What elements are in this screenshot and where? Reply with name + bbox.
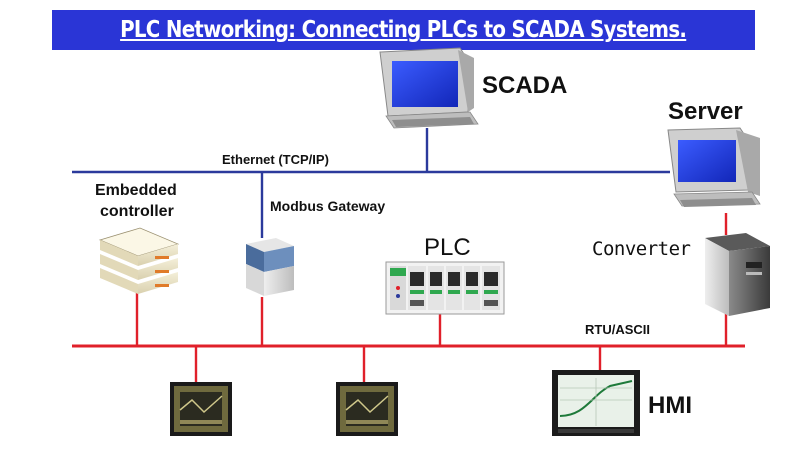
ethernet-bus <box>72 128 670 238</box>
hmi-panel-icon <box>552 370 640 436</box>
touch-panel-icon <box>336 382 398 436</box>
plc-rack-icon <box>385 261 505 315</box>
server-computer-icon <box>667 127 761 207</box>
scada-label: SCADA <box>482 72 568 99</box>
modbus-gateway-icon <box>246 238 294 296</box>
embedded-controller-label-line1: Embedded <box>95 182 177 199</box>
converter-label: Converter <box>592 238 691 260</box>
embedded-controller-label-line2: controller <box>100 203 174 220</box>
scada-computer-icon <box>379 47 479 129</box>
converter-icon <box>705 233 770 316</box>
plc-label: PLC <box>424 234 471 261</box>
serial-bus <box>72 213 745 383</box>
ethernet-label: Ethernet (TCP/IP) <box>222 152 329 167</box>
touch-panel-icon <box>170 382 232 436</box>
serial-bus-label: RTU/ASCII <box>585 322 650 337</box>
server-label: Server <box>668 98 743 125</box>
diagram-title: PLC Networking: Connecting PLCs to SCADA… <box>120 17 687 43</box>
embedded-controller-icon <box>98 227 180 294</box>
hmi-label: HMI <box>648 392 692 419</box>
modbus-gateway-label: Modbus Gateway <box>270 198 386 214</box>
title-bar: PLC Networking: Connecting PLCs to SCADA… <box>52 10 755 50</box>
